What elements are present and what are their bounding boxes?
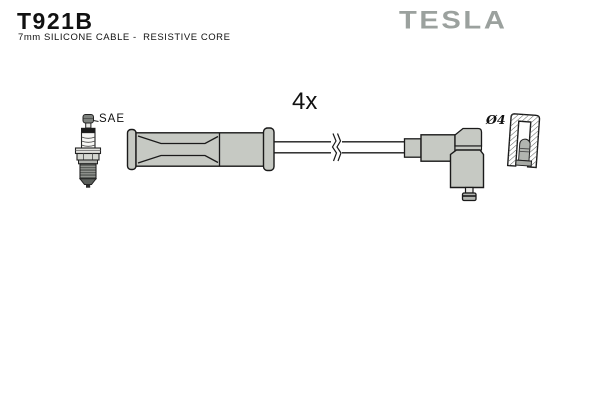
sae-pointer-line	[93, 120, 99, 122]
plug-thread-taper	[78, 178, 98, 185]
angle-boot-head	[454, 127, 483, 147]
brand-logo: TESLA	[399, 6, 508, 34]
angle-boot-drawing	[403, 127, 485, 202]
angle-boot-body	[449, 149, 485, 189]
cable-drawing	[274, 133, 405, 162]
boot-body	[135, 132, 266, 167]
terminal-cap-section-drawing	[506, 113, 541, 169]
boot-inner-line-top	[137, 135, 219, 145]
terminal-ring	[519, 150, 530, 153]
angle-boot-crimp	[403, 138, 422, 158]
angle-boot-terminal-stem	[464, 186, 474, 194]
plug-black-band	[81, 127, 96, 133]
sae-standard-label: SAE	[99, 113, 126, 125]
insulator-rib	[81, 140, 96, 143]
spark-plug-drawing	[74, 114, 102, 188]
boot-inner-line-bottom	[137, 154, 219, 164]
cap-wall-hatch	[507, 113, 540, 168]
straight-boot-drawing	[126, 127, 275, 172]
insulator-rib	[81, 144, 96, 147]
angle-boot-barrel	[420, 134, 456, 162]
quantity-label: 4x	[292, 88, 318, 115]
cap-terminal-base	[515, 159, 533, 167]
insulator-rib	[81, 136, 96, 139]
cable-break-gap	[331, 137, 342, 158]
plug-electrode-tip	[86, 184, 91, 188]
terminal-ring	[519, 147, 530, 150]
boot-collar	[262, 127, 275, 172]
cable-break-icon	[336, 133, 342, 162]
cable-spec-subtitle: 7mm SILICONE CABLE - RESISTIVE CORE	[18, 32, 231, 43]
boot-flange	[126, 128, 137, 171]
plug-hex	[76, 152, 100, 161]
cable-break-icon	[331, 133, 338, 162]
plug-stem	[85, 122, 92, 129]
terminal-diameter-label: Ø4	[486, 112, 506, 127]
cap-inner-terminal-dome	[518, 138, 531, 162]
thread-lines	[80, 165, 96, 177]
plug-gasket	[78, 159, 98, 165]
part-number: T921B	[17, 8, 94, 34]
